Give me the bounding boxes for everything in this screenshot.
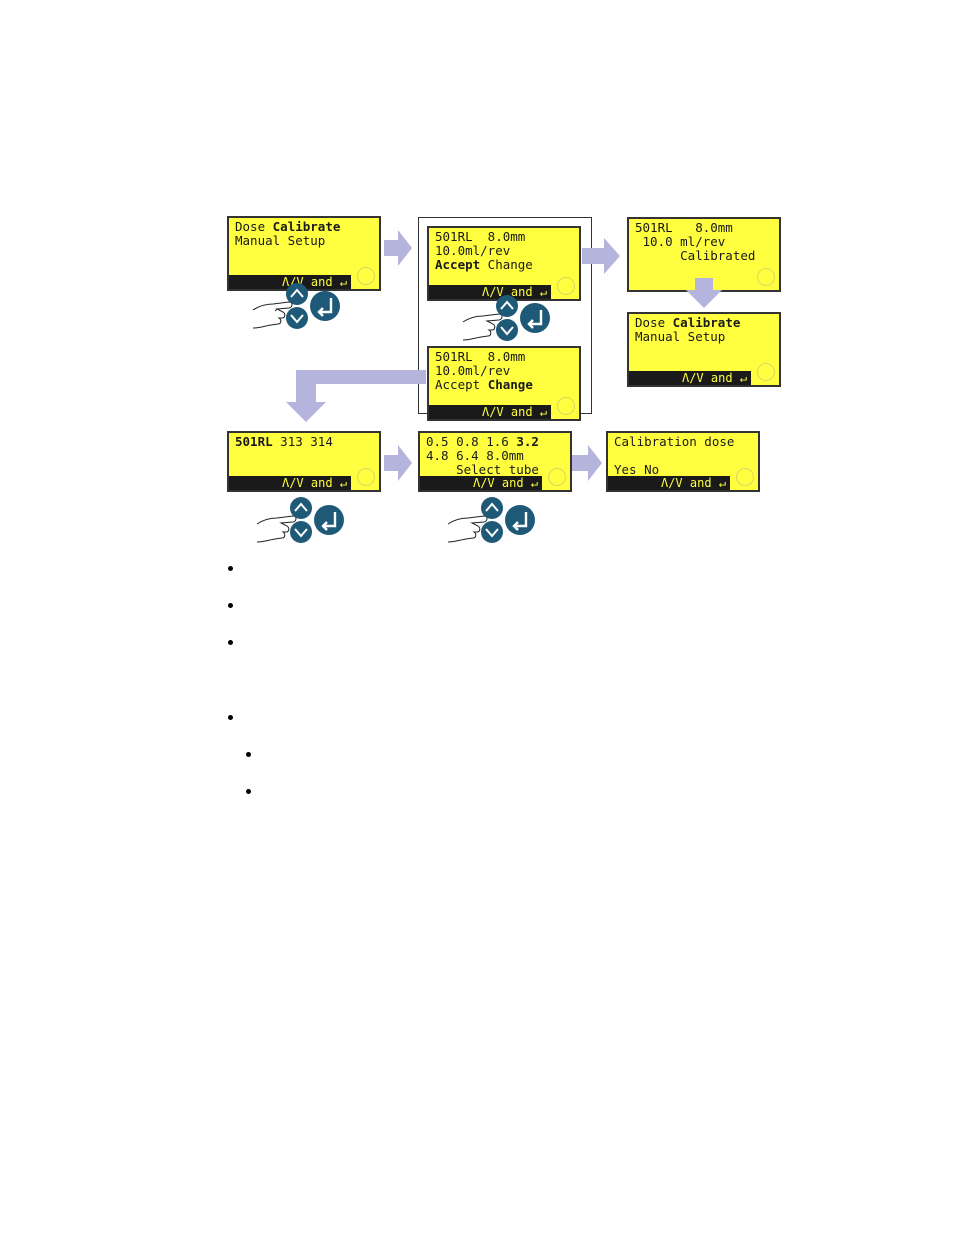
lcd-softkey-bar: Λ/V and ↵ xyxy=(629,371,751,385)
lcd-corner-mark xyxy=(557,397,575,415)
lcd-line: 10.0ml/rev xyxy=(435,244,575,258)
lcd-text-segment: 10.0ml/rev xyxy=(435,363,511,378)
list-bullet xyxy=(228,715,233,720)
lcd-text-segment: 501RL 8.0mm xyxy=(435,349,526,364)
lcd-text-segment: 501RL xyxy=(235,434,273,449)
lcd-text-segment: Yes No xyxy=(614,462,660,477)
lcd-line: Accept Change xyxy=(435,258,575,272)
lcd-text-segment: Accept xyxy=(435,257,481,272)
enter-key-icon xyxy=(310,291,340,321)
arrow-elbow-down-icon xyxy=(286,370,426,422)
lcd-text-segment: 3.2 xyxy=(516,434,539,449)
lcd-text-segment: Accept xyxy=(435,377,488,392)
lcd-softkey-bar: Λ/V and ↵ xyxy=(420,476,542,490)
lcd-text-segment: Dose xyxy=(235,219,273,234)
down-key-icon xyxy=(286,307,308,329)
list-bullet xyxy=(228,640,233,645)
lcd-corner-mark xyxy=(357,267,375,285)
lcd-corner-mark xyxy=(357,468,375,486)
list-bullet xyxy=(228,603,233,608)
lcd-text-segment: Calibrated xyxy=(635,248,756,263)
lcd-line: 0.5 0.8 1.6 3.2 xyxy=(426,435,566,449)
lcd-screen-calibrated: 501RL 8.0mm 10.0 ml/rev Calibrated xyxy=(627,217,781,292)
lcd-corner-mark xyxy=(757,363,775,381)
lcd-text-segment: 313 314 xyxy=(272,434,333,449)
lcd-text-segment: 0.5 0.8 1.6 xyxy=(426,434,517,449)
lcd-line: Calibration dose xyxy=(614,435,754,449)
arrow-right-icon xyxy=(384,445,412,481)
lcd-line: Calibrated xyxy=(635,249,775,263)
lcd-corner-mark xyxy=(548,468,566,486)
lcd-softkey-bar: Λ/V and ↵ xyxy=(429,405,551,419)
lcd-text-segment: Calibrate xyxy=(672,315,741,330)
list-bullet xyxy=(246,789,251,794)
lcd-line: Dose Calibrate xyxy=(235,220,375,234)
arrow-down-icon xyxy=(686,278,722,308)
lcd-text-segment: Select tube xyxy=(426,462,539,477)
up-key-icon xyxy=(286,283,308,305)
arrow-right-icon xyxy=(582,238,620,274)
lcd-line: Manual Setup xyxy=(235,234,375,248)
lcd-softkey-bar: Λ/V and ↵ xyxy=(429,285,551,299)
lcd-text-segment: 10.0 ml/rev xyxy=(635,234,726,249)
lcd-text: 501RL 8.0mm 10.0 ml/rev Calibrated xyxy=(635,221,775,263)
lcd-text-segment: 4.8 6.4 8.0mm xyxy=(426,448,524,463)
lcd-text-segment: Manual Setup xyxy=(635,329,726,344)
lcd-text-segment: Manual Setup xyxy=(235,233,326,248)
hand-pointer-icon xyxy=(447,497,535,543)
lcd-line: Yes No xyxy=(614,463,754,477)
lcd-line: 501RL 8.0mm xyxy=(635,221,775,235)
lcd-softkey-bar: Λ/V and ↵ xyxy=(229,476,351,490)
lcd-text: 501RL 313 314 xyxy=(235,435,375,449)
lcd-text-segment: Calibrate xyxy=(272,219,341,234)
lcd-line: Accept Change xyxy=(435,378,575,392)
lcd-line xyxy=(614,449,754,463)
lcd-text-segment: 501RL 8.0mm xyxy=(435,229,526,244)
lcd-line: 501RL 8.0mm xyxy=(435,350,575,364)
lcd-corner-mark xyxy=(736,468,754,486)
hand-pointer-icon xyxy=(462,295,550,341)
lcd-softkey-bar: Λ/V and ↵ xyxy=(608,476,730,490)
lcd-corner-mark xyxy=(757,268,775,286)
lcd-line: Manual Setup xyxy=(635,330,775,344)
lcd-line: 10.0 ml/rev xyxy=(635,235,775,249)
lcd-line: 4.8 6.4 8.0mm xyxy=(426,449,566,463)
lcd-line: 501RL 313 314 xyxy=(235,435,375,449)
list-bullet xyxy=(228,566,233,571)
arrow-right-icon xyxy=(572,445,602,481)
lcd-text-segment: 501RL 8.0mm xyxy=(635,220,733,235)
lcd-line: Select tube xyxy=(426,463,566,477)
lcd-line: Dose Calibrate xyxy=(635,316,775,330)
lcd-text-segment: Dose xyxy=(635,315,673,330)
lcd-text-segment: Change xyxy=(480,257,533,272)
lcd-text-segment: 10.0ml/rev xyxy=(435,243,511,258)
lcd-line: 10.0ml/rev xyxy=(435,364,575,378)
lcd-text-segment: Calibration dose xyxy=(614,434,735,449)
lcd-text-segment: Change xyxy=(487,377,533,392)
lcd-line: 501RL 8.0mm xyxy=(435,230,575,244)
hand-pointer-icon xyxy=(256,497,344,543)
arrow-right-icon xyxy=(384,230,412,266)
list-bullet xyxy=(246,752,251,757)
lcd-corner-mark xyxy=(557,277,575,295)
hand-pointer-icon xyxy=(252,283,340,329)
